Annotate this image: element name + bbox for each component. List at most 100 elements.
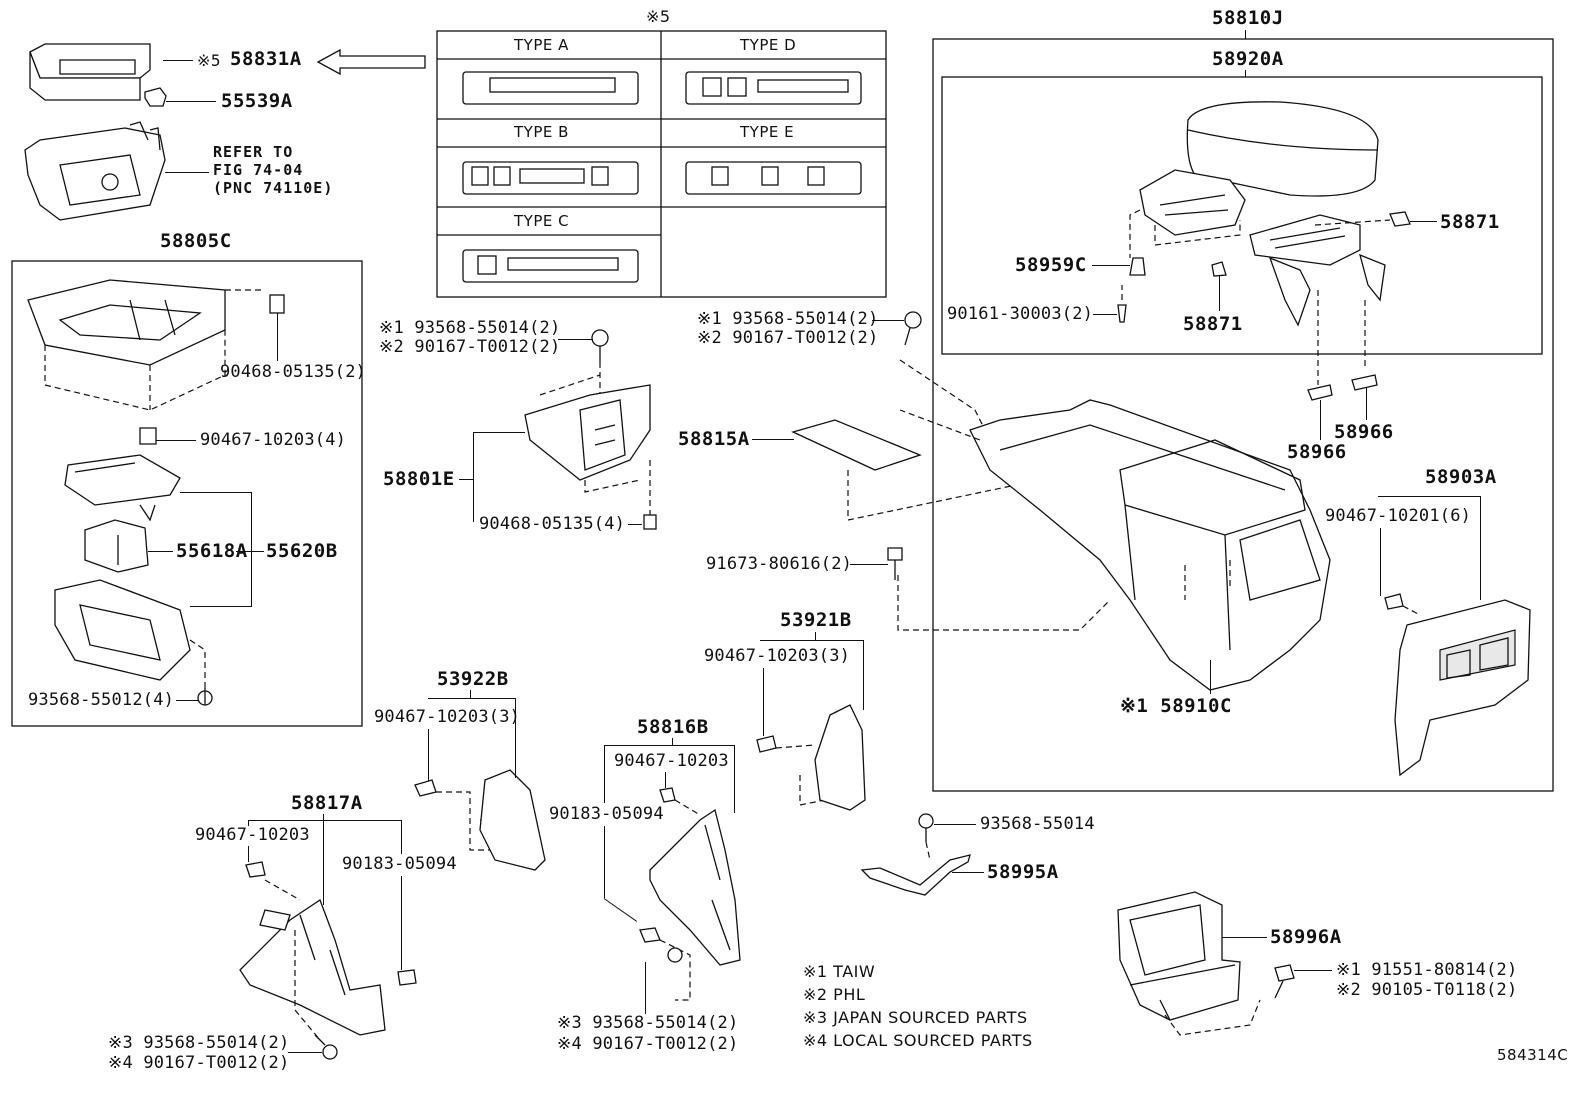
- type-a-label: TYPE A: [514, 36, 569, 54]
- label-58817A: 58817A: [291, 792, 363, 814]
- label-93568-55012-4: 93568-55012(4): [28, 690, 175, 710]
- clip-58959C-illustration: [1129, 257, 1146, 276]
- type-C-panel-drawing: [462, 249, 639, 283]
- shift-bezel-illustration: [24, 121, 166, 221]
- label-58831A: 58831A: [230, 48, 302, 70]
- latch-58871-illustration: [1129, 209, 1391, 327]
- bolt-91673-illustration: [887, 547, 903, 580]
- label-90467-10203-d: 90467-10203: [195, 825, 310, 845]
- reference-arrow: [316, 48, 426, 76]
- tray-illustration: [54, 579, 206, 690]
- lid-55620B-illustration: [64, 454, 181, 522]
- label-90183-05094-b: 90183-05094: [342, 854, 457, 874]
- clip-58871-left: [1211, 261, 1227, 277]
- label-58815A: 58815A: [678, 428, 750, 450]
- label-93568-55014-2-d: ※3 93568-55014(2): [108, 1033, 290, 1053]
- type-table-header-note: ※5: [646, 7, 671, 26]
- screw-top-center-illustration: [899, 311, 986, 431]
- label-90161-30003-2: 90161-30003(2): [947, 304, 1094, 324]
- label-58801E: 58801E: [383, 468, 455, 490]
- legend-item-3: ※3 JAPAN SOURCED PARTS: [803, 1008, 1028, 1027]
- figure-code: 584314C: [1497, 1046, 1569, 1064]
- clip-90468-illustration: [269, 294, 285, 314]
- label-58871-left: 58871: [1183, 313, 1243, 335]
- group-box-58805C: [11, 260, 363, 727]
- label-53922B: 53922B: [437, 668, 509, 690]
- label-90467-10203-4: 90467-10203(4): [200, 430, 347, 450]
- label-58903A: 58903A: [1425, 466, 1497, 488]
- screw-90161-illustration: [1117, 285, 1127, 323]
- label-58871-right: 58871: [1440, 211, 1500, 233]
- type-d-label: TYPE D: [740, 36, 797, 54]
- label-91673-80616-2: 91673-80616(2): [706, 554, 853, 574]
- label-90167-T0012-2-a: ※2 90167-T0012(2): [379, 337, 561, 357]
- refer-note-line2: FIG 74-04: [213, 161, 304, 179]
- pin-58966-a-illustration: [1307, 290, 1333, 401]
- label-90467-10201-6: 90467-10201(6): [1325, 506, 1472, 526]
- label-90167-T0012-2-c: ※4 90167-T0012(2): [557, 1034, 739, 1054]
- label-58910C: ※1 58910C: [1120, 695, 1232, 717]
- armrest-lid-illustration: [1186, 101, 1379, 197]
- label-90105-T0118-2: ※2 90105-T0118(2): [1336, 980, 1518, 1000]
- bracket-58995A-illustration: [860, 813, 971, 896]
- label-58959C: 58959C: [1015, 254, 1087, 276]
- label-58816B: 58816B: [637, 716, 709, 738]
- type-B-panel-drawing: [462, 161, 639, 195]
- bracket-58801E-illustration: [524, 329, 657, 530]
- label-58810J: 58810J: [1212, 7, 1284, 29]
- label-90467-10203-c: 90467-10203: [614, 751, 729, 771]
- label-55620B: 55620B: [266, 540, 338, 562]
- pin-58966-b-illustration: [1351, 300, 1378, 391]
- type-D-panel-drawing: [685, 71, 862, 105]
- legend-item-4: ※4 LOCAL SOURCED PARTS: [803, 1031, 1033, 1050]
- legend-item-1: ※1 TAIW: [803, 962, 876, 981]
- label-90468-05135-2: 90468-05135(2): [220, 362, 367, 382]
- legend-item-2: ※2 PHL: [803, 985, 866, 1004]
- label-58995A: 58995A: [987, 861, 1059, 883]
- screw-93568-55012-illustration: [197, 688, 213, 706]
- label-90467-10203-3-b: 90467-10203(3): [704, 646, 851, 666]
- refer-note-line1: REFER TO: [213, 143, 294, 161]
- label-58831A-mark: ※5: [197, 51, 222, 70]
- side-trim-58816B-illustration: [639, 787, 741, 1001]
- label-93568-55014: 93568-55014: [980, 814, 1095, 834]
- clip-58871-right: [1389, 211, 1411, 227]
- label-58966-right: 58966: [1334, 421, 1394, 443]
- console-body-58910C-illustration: [897, 399, 1331, 691]
- refer-note-line3: (PNC 74110E): [213, 179, 334, 197]
- label-90468-05135-4: 90468-05135(4): [479, 514, 626, 534]
- type-A-panel-drawing: [462, 71, 639, 105]
- type-e-label: TYPE E: [740, 123, 795, 141]
- hinge-55618A-illustration: [84, 519, 149, 573]
- label-58996A: 58996A: [1270, 926, 1342, 948]
- label-55539A: 55539A: [221, 90, 293, 112]
- label-93568-55014-2-a: ※1 93568-55014(2): [379, 318, 561, 338]
- side-trim-58817A-illustration: [239, 861, 417, 1060]
- label-90467-10203-3-a: 90467-10203(3): [374, 707, 521, 727]
- frame-58996A-illustration: [1117, 891, 1295, 1036]
- label-55618A: 55618A: [176, 540, 248, 562]
- label-58805C: 58805C: [160, 230, 232, 252]
- label-93568-55014-2-b: ※1 93568-55014(2): [697, 309, 879, 329]
- side-panel-53922B-illustration: [414, 769, 546, 871]
- clip-90467-illustration: [139, 427, 157, 445]
- hinge-assembly-illustration: [1139, 169, 1246, 246]
- type-b-label: TYPE B: [514, 123, 569, 141]
- rear-panel-58903A-illustration: [1384, 593, 1531, 777]
- label-90167-T0012-2-b: ※2 90167-T0012(2): [697, 328, 879, 348]
- type-E-panel-drawing: [685, 161, 862, 195]
- side-panel-53921B-illustration: [756, 704, 866, 811]
- group-box-58920A: [941, 76, 1543, 355]
- label-53921B: 53921B: [780, 609, 852, 631]
- label-90183-05094-a: 90183-05094: [549, 804, 664, 824]
- label-90167-T0012-2-d: ※4 90167-T0012(2): [108, 1053, 290, 1073]
- label-58920A: 58920A: [1212, 48, 1284, 70]
- pocket-58831A-illustration: [29, 43, 151, 101]
- mat-58815A-illustration: [791, 419, 1041, 521]
- label-58966-left: 58966: [1287, 441, 1347, 463]
- console-panel-illustration: [27, 279, 265, 411]
- type-c-label: TYPE C: [514, 212, 570, 230]
- label-91551-80814-2: ※1 91551-80814(2): [1336, 960, 1518, 980]
